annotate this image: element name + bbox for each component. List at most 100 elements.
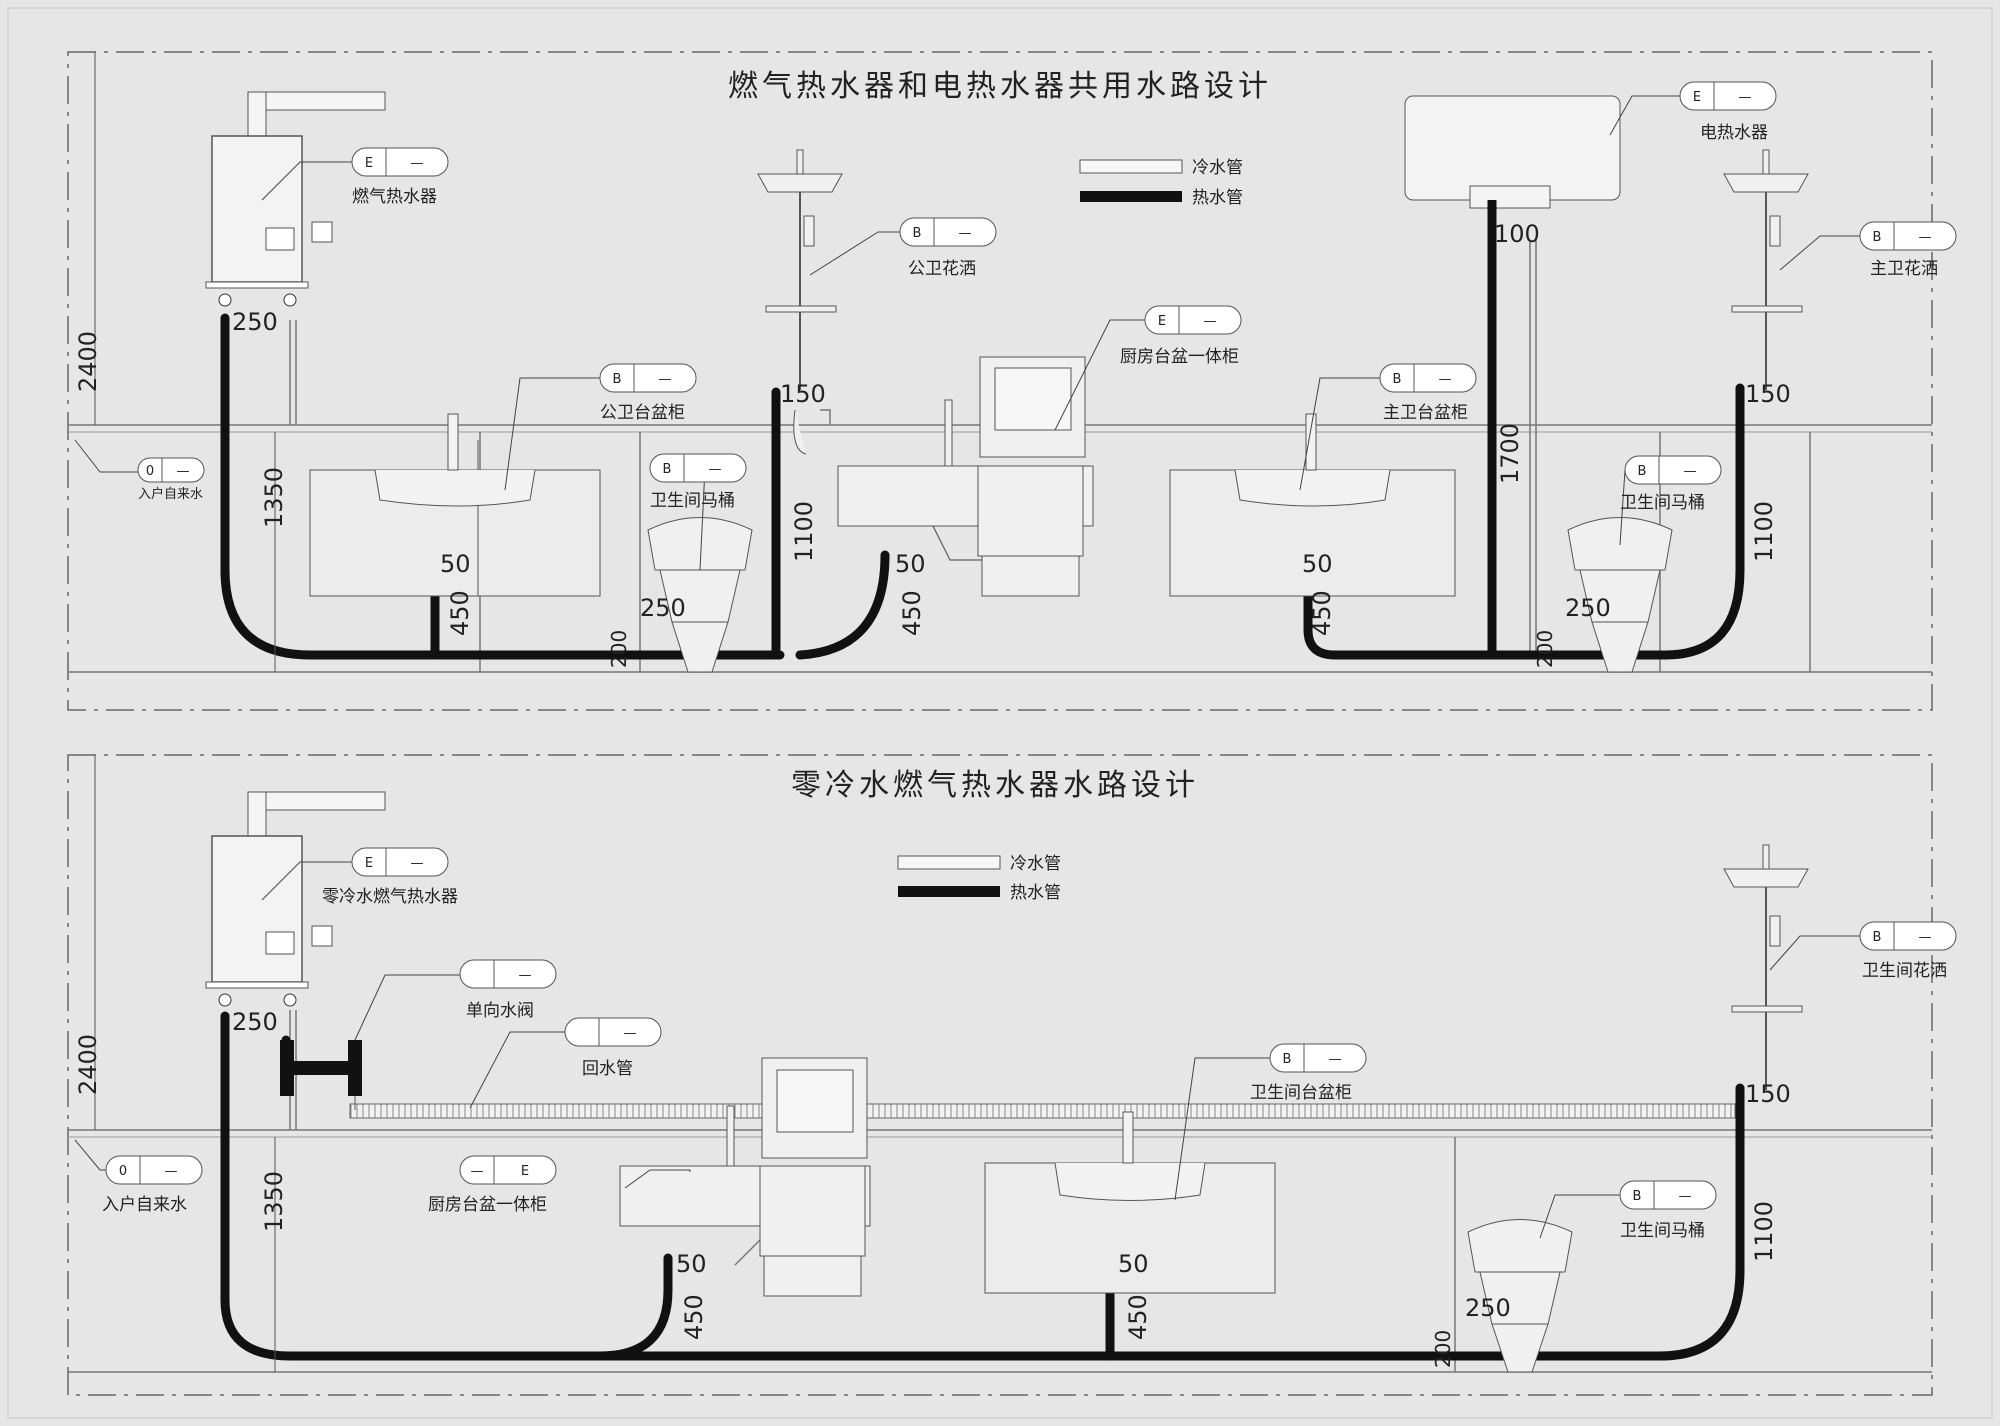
dim-450-b: 450 [898,590,926,636]
label-return-pipe: 回水管 [582,1059,633,1079]
tag-value: — [177,464,190,479]
dim-50-b: 50 [895,550,926,578]
dim-150-b: 150 [1745,380,1791,408]
tag-code: B [1873,230,1882,245]
tag-code: B [1873,930,1882,945]
dim-250-b2: 250 [1465,1294,1511,1322]
dim-1350: 1350 [260,467,288,528]
label-shower-b: 卫生间花洒 [1862,961,1947,981]
master-shower-top [1723,149,1809,390]
tag-value: — [1919,230,1932,245]
tag-value: — [1329,1052,1342,1067]
dim-250-b: 250 [640,594,686,622]
dim-2400-b: 2400 [74,1034,102,1095]
dim-250-a: 250 [232,308,278,336]
label-basin-b: 卫生间台盆柜 [1250,1083,1352,1103]
legend-bottom: 冷水管 热水管 [897,854,1061,903]
tag-master-basin: B— [1379,363,1477,393]
dim-150-a: 150 [780,380,826,408]
basin-bottom [984,1111,1276,1294]
tag-code: E [365,856,373,871]
tag-public-basin: B— [599,363,697,393]
dim-450-b1: 450 [680,1294,708,1340]
label-inlet-b: 入户自来水 [102,1195,187,1215]
tag-value: — [1439,372,1452,387]
tags-bottom: E— — — B— B— —E B— 0— [105,847,1957,1210]
tag-code: E [1158,314,1166,329]
panel-bottom: 零冷水燃气热水器水路设计 冷水管 热水管 [67,754,1957,1396]
legend-cold-label: 冷水管 [1192,158,1243,178]
legend-cold-label-b: 冷水管 [1010,854,1061,874]
dim-1100-b: 1100 [1750,1201,1778,1262]
tag-basin-b: B— [1269,1043,1367,1073]
dim-50-a: 50 [440,550,471,578]
dim-450-b2: 450 [1124,1294,1152,1340]
dims-bottom: 2400 1350 1100 450 450 200 250 250 50 50… [74,755,1791,1372]
tag-shower-b: B— [1859,921,1957,951]
electric-heater-top [1404,95,1621,228]
tag-electric-heater: E— [1679,81,1777,111]
label-inlet: 入户自来水 [138,486,203,502]
toilet-bottom [1467,1219,1573,1373]
tag-check-valve: — [459,959,557,989]
master-basin-top [1169,413,1456,597]
panel-bottom-title: 零冷水燃气热水器水路设计 [791,768,1199,803]
public-shower-top [757,149,843,455]
tag-value: — [1679,1189,1692,1204]
return-pipe [349,1103,1736,1119]
tag-value: — [709,462,722,477]
label-public-basin: 公卫台盆柜 [600,403,685,423]
tag-value: — [411,856,424,871]
tag-code: E [365,156,373,171]
shower-bottom [1723,844,1809,1090]
labels-bottom: 零冷水燃气热水器 单向水阀 回水管 卫生间台盆柜 卫生间花洒 厨房台盆一体柜 卫… [102,887,1947,1241]
tag-toilet-left: B— [649,453,747,483]
tag-kitchen-b: —E [459,1155,557,1185]
dim-200-b1: 200 [1431,1330,1455,1368]
tag-toilet-right: B— [1624,455,1722,485]
labels-top: 燃气热水器 公卫花洒 厨房台盆一体柜 电热水器 主卫花洒 公卫台盆柜 主卫台盆柜… [138,123,1938,513]
check-valve [280,1040,362,1110]
tag-master-shower: B— [1859,221,1957,251]
tag-code: B [913,226,922,241]
dim-150-b1: 150 [1745,1080,1791,1108]
tags-top: E— B— E— E— B— B— B— B— B— 0— [137,81,1957,485]
dim-250-c: 250 [1565,594,1611,622]
dim-50-b2: 50 [1118,1250,1149,1278]
public-basin-top [309,413,601,597]
kitchen-cabinet-bottom [619,1057,871,1297]
dim-1700: 1700 [1496,423,1524,484]
tag-gas-heater: E— [351,147,449,177]
dim-250-b1: 250 [232,1008,278,1036]
legend-hot-label: 热水管 [1192,188,1243,208]
tag-code: 0 [146,464,154,479]
legend-hot-label-b: 热水管 [1010,883,1061,903]
tag-value: — [1919,930,1932,945]
label-kitchen-cabinet: 厨房台盆一体柜 [1120,347,1239,367]
gas-heater-top [205,91,386,307]
tag-value: — [624,1026,637,1041]
label-master-shower: 主卫花洒 [1870,259,1938,279]
dim-450-a: 450 [446,590,474,636]
tag-return-pipe: — [564,1017,662,1047]
tag-inlet-b: 0— [105,1155,203,1185]
tag-code: B [663,462,672,477]
tag-value: — [1739,90,1752,105]
tag-code: 0 [119,1164,127,1179]
tag-inlet: 0— [137,457,205,483]
dim-50-b1: 50 [676,1250,707,1278]
label-check-valve: 单向水阀 [466,1001,534,1021]
dims-top: 2400 1350 1100 1100 1700 450 450 450 200… [74,52,1791,672]
dim-200-a: 200 [607,630,631,668]
tag-code: B [1393,372,1402,387]
tag-value: — [1204,314,1217,329]
tag-value: — [519,968,532,983]
tag-gas-heater-b: E— [351,847,449,877]
tag-value: — [659,372,672,387]
tag-value: — [411,156,424,171]
tag-code: B [613,372,622,387]
tag-value: — [959,226,972,241]
dim-450-c: 450 [1308,590,1336,636]
tag-toilet-b: B— [1619,1180,1717,1210]
